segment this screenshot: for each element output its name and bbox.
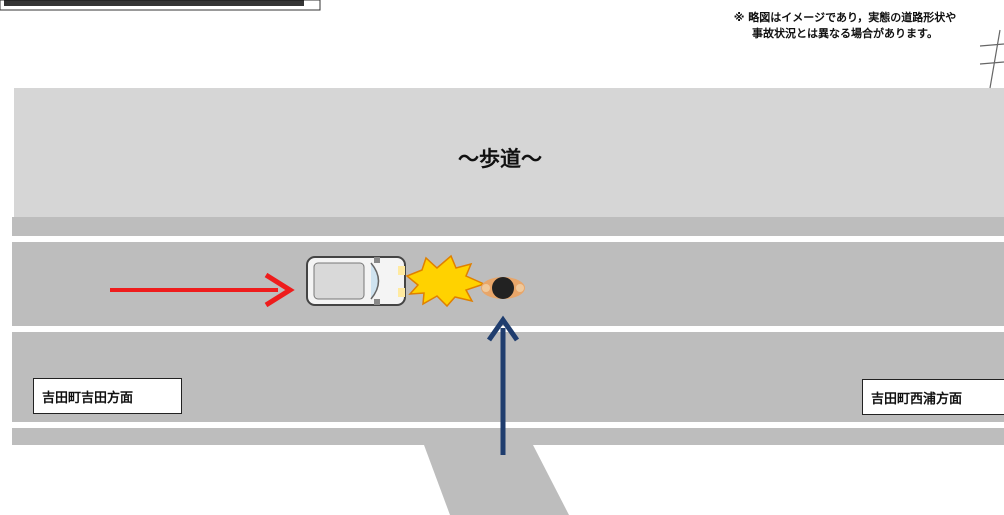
collision-burst-icon — [405, 254, 487, 308]
lane-line — [12, 422, 1004, 428]
pedestrian-direction-arrow — [486, 315, 520, 455]
car-top-view-icon — [306, 256, 406, 306]
disclaimer-note: ※ 略図はイメージであり，実態の道路形状や 事故状況とは異なる場合があります。 — [700, 10, 990, 42]
pedestrian-top-view-icon — [481, 277, 525, 299]
vehicle-direction-arrow — [110, 272, 295, 308]
lane-line — [12, 236, 1004, 242]
north-arrow-icon — [979, 29, 1004, 89]
direction-label-left: 吉田町吉田方面 — [33, 378, 182, 414]
side-road — [424, 445, 569, 515]
direction-label-right: 吉田町西浦方面 — [862, 379, 1004, 415]
sidewalk-label: ～歩道～ — [458, 147, 542, 171]
disclaimer-line-2: 事故状況とは異なる場合があります。 — [752, 27, 938, 40]
sidewalk-area — [14, 88, 1004, 218]
cropped-heading — [0, 0, 321, 11]
disclaimer-line-1: ※ 略図はイメージであり，実態の道路形状や — [733, 11, 957, 24]
